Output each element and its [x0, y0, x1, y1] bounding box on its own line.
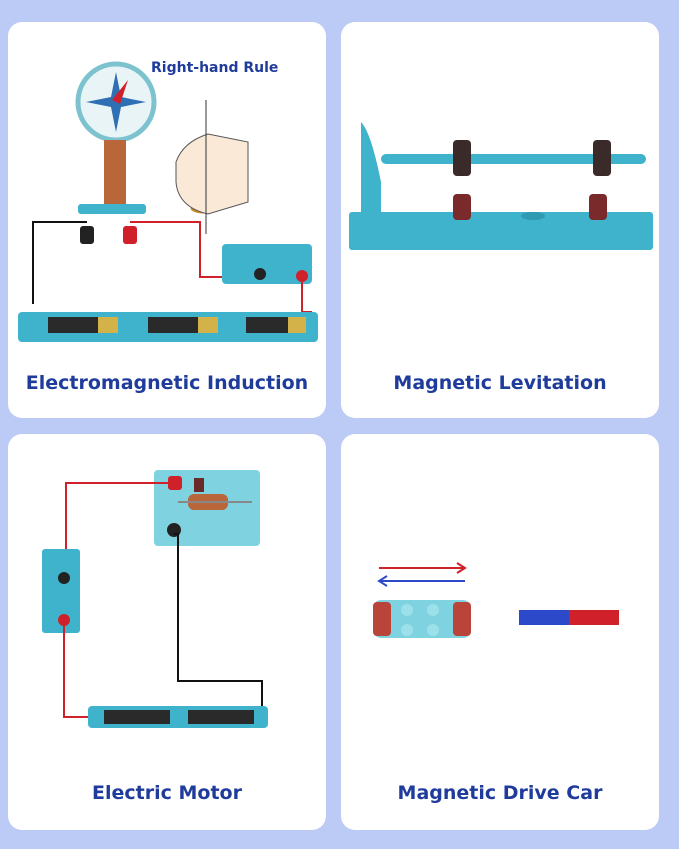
panel-magnetic-drive-car: Magnetic Drive Car	[341, 434, 659, 830]
right-hand-rule-label: Right-hand Rule	[151, 60, 279, 76]
electromagnetic-induction-illustration	[18, 61, 318, 342]
panel-title: Magnetic Levitation	[393, 372, 607, 394]
panel-title: Magnetic Drive Car	[397, 782, 603, 804]
panel-magnetic-levitation: Magnetic Levitation	[341, 22, 659, 418]
panel-title: Electromagnetic Induction	[25, 372, 309, 394]
panel-title: Electric Motor	[92, 782, 242, 804]
panel-electromagnetic-induction: Right-hand Rule Electromagnetic Inductio…	[8, 22, 326, 418]
magnetic-drive-car-illustration	[373, 562, 619, 638]
magnetic-levitation-illustration	[349, 122, 653, 250]
electric-motor-illustration	[42, 470, 268, 728]
panel-electric-motor: Electric Motor	[8, 434, 326, 830]
